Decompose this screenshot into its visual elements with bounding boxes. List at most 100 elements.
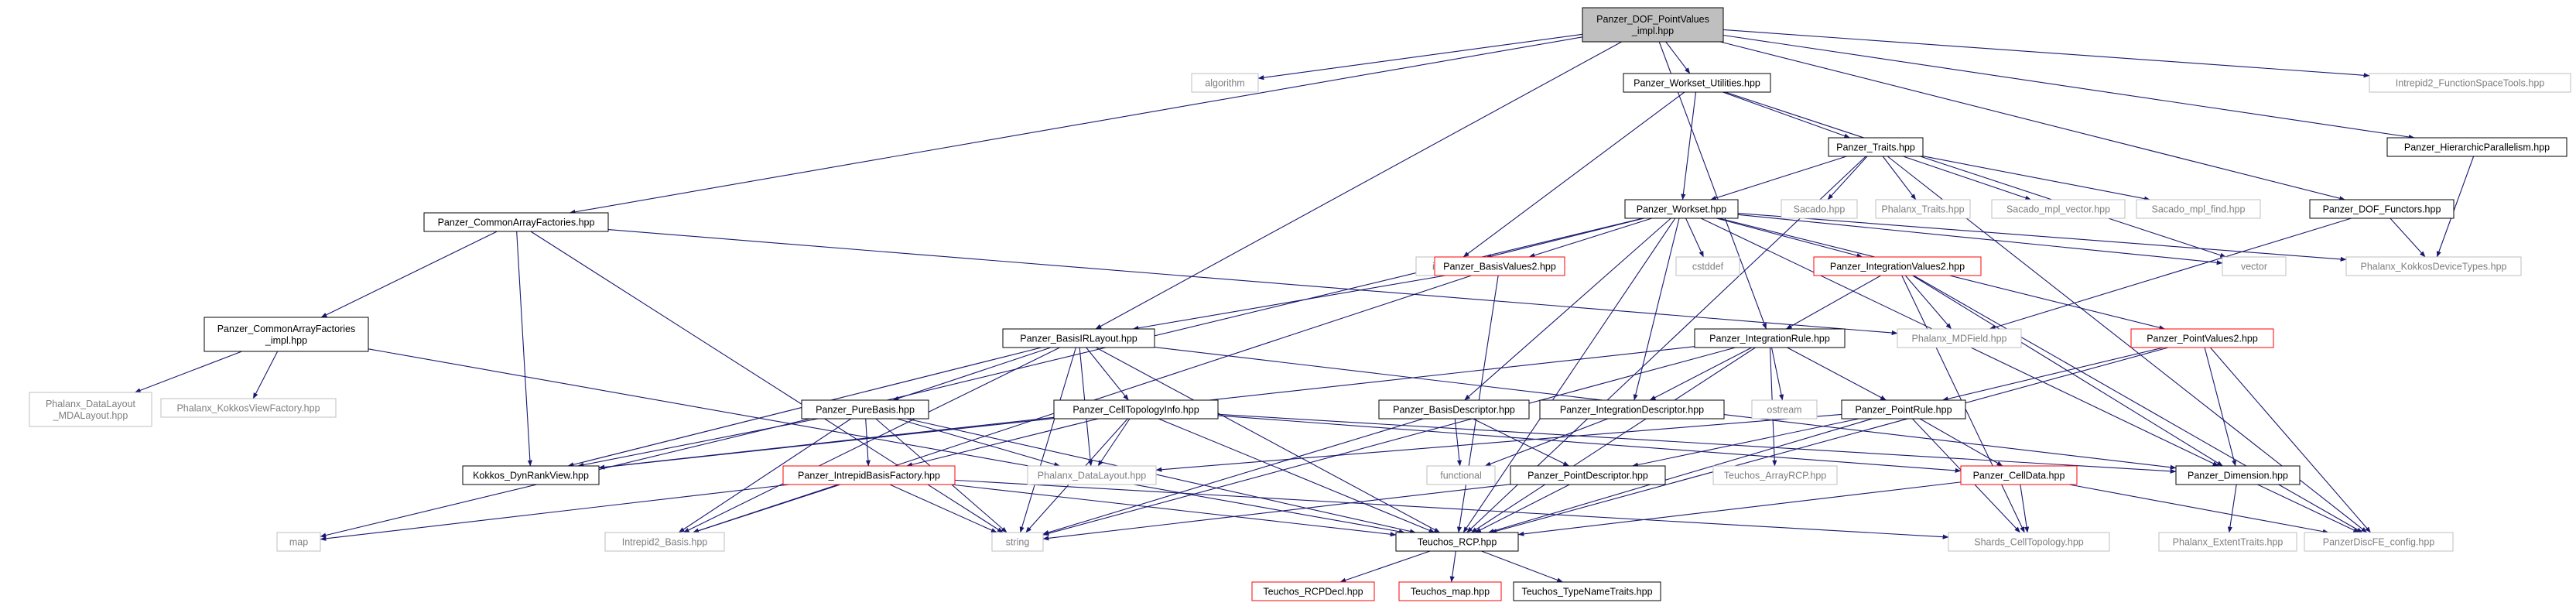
node-box bbox=[991, 532, 1044, 552]
node-box bbox=[1694, 328, 1846, 348]
node-box bbox=[1513, 581, 1661, 601]
node-label: Panzer_HierarchicParallelism.hpp bbox=[2404, 142, 2550, 153]
edge-int_rule-to-point_rule bbox=[1787, 347, 1887, 401]
node-intrepid_bf[interactable]: Panzer_IntrepidBasisFactory.hpp bbox=[782, 465, 956, 485]
edge-teuchos_rcp-to-teuchos_map bbox=[1449, 550, 1456, 583]
edge-cell_topo_info-to-dimension bbox=[1217, 413, 2177, 474]
edge-traits-to-phalanx_traits bbox=[1882, 156, 1917, 200]
node-basis_ir_layout[interactable]: Panzer_BasisIRLayout.hpp bbox=[1002, 328, 1155, 348]
edge-cell_data-to-pdfe_config bbox=[2068, 484, 2329, 534]
node-box bbox=[1191, 73, 1259, 93]
node-label: cstddef bbox=[1692, 262, 1724, 272]
node-teuchos_map[interactable]: Teuchos_map.hpp bbox=[1398, 581, 1502, 601]
edge-common_af_impl-to-phx_dl_mdl bbox=[135, 351, 242, 393]
node-label: Kokkos_DynRankView.hpp bbox=[473, 471, 589, 481]
node-basis_values2[interactable]: Panzer_BasisValues2.hpp bbox=[1434, 256, 1565, 276]
node-int_values2[interactable]: Panzer_IntegrationValues2.hpp bbox=[1813, 256, 1982, 276]
edge-basis_ir_layout-to-string bbox=[1019, 347, 1076, 533]
node-intrepid2_basis: Intrepid2_Basis.hpp bbox=[604, 532, 725, 552]
edge-pure_basis-to-teuchos_rcp bbox=[906, 418, 1416, 534]
edge-int_values2-to-int_rule bbox=[1785, 275, 1881, 330]
node-rcp_decl[interactable]: Teuchos_RCPDecl.hpp bbox=[1251, 581, 1375, 601]
node-phx_dl: Phalanx_DataLayout.hpp bbox=[1027, 465, 1157, 485]
node-box bbox=[204, 317, 369, 352]
node-root[interactable]: Panzer_DOF_PointValues_impl.hpp bbox=[1582, 7, 1724, 43]
edge-basis_desc-to-functional bbox=[1454, 418, 1462, 467]
edge-root-to-basis_ir_layout bbox=[1095, 41, 1622, 330]
node-box bbox=[1053, 399, 1219, 420]
node-dof_functors[interactable]: Panzer_DOF_Functors.hpp bbox=[2309, 199, 2455, 219]
edge-dimension-to-phx_et bbox=[2227, 484, 2237, 533]
node-sacado: Sacado.hpp bbox=[1781, 199, 1858, 219]
edge-workset-to-basis_values2 bbox=[1528, 217, 1653, 258]
edge-cell_data-to-shards bbox=[2020, 484, 2030, 533]
node-workset[interactable]: Panzer_Workset.hpp bbox=[1624, 199, 1739, 219]
node-label: functional bbox=[1440, 471, 1482, 481]
node-label: Panzer_BasisDescriptor.hpp bbox=[1393, 405, 1515, 416]
edge-workset-to-vector bbox=[1737, 214, 2223, 265]
node-label: map bbox=[289, 537, 308, 548]
edge-traits-to-sacado_find bbox=[1922, 156, 2150, 201]
node-int_desc[interactable]: Panzer_IntegrationDescriptor.hpp bbox=[1539, 399, 1725, 420]
node-label: Shards_CellTopology.hpp bbox=[1974, 537, 2084, 548]
edge-intrepid_bf-to-teuchos_rcp bbox=[950, 484, 1397, 537]
node-label: Phalanx_Traits.hpp bbox=[1881, 204, 1964, 215]
node-label: PanzerDiscFE_config.hpp bbox=[2323, 537, 2435, 548]
node-label: Phalanx_KokkosViewFactory.hpp bbox=[176, 403, 320, 414]
node-box bbox=[1675, 256, 1740, 276]
node-point_values2[interactable]: Panzer_PointValues2.hpp bbox=[2130, 328, 2274, 348]
node-point_desc[interactable]: Panzer_PointDescriptor.hpp bbox=[1510, 465, 1666, 485]
edge-intrepid_bf-to-string bbox=[889, 484, 997, 533]
node-label: Panzer_PointRule.hpp bbox=[1855, 405, 1952, 416]
edge-point_desc-to-string bbox=[1042, 484, 1511, 541]
node-traits[interactable]: Panzer_Traits.hpp bbox=[1828, 137, 1924, 157]
node-box bbox=[1002, 328, 1155, 348]
node-basis_desc[interactable]: Panzer_BasisDescriptor.hpp bbox=[1378, 399, 1530, 420]
edge-int_desc-to-functional bbox=[1484, 418, 1608, 467]
node-box bbox=[1960, 465, 2078, 485]
edge-root-to-algorithm bbox=[1257, 33, 1583, 80]
node-label: Sacado_mpl_vector.hpp bbox=[2006, 204, 2110, 215]
node-label: Intrepid2_FunctionSpaceTools.hpp bbox=[2396, 78, 2545, 89]
node-box bbox=[1781, 199, 1858, 219]
node-box bbox=[2304, 532, 2454, 552]
node-label: Panzer_Workset_Utilities.hpp bbox=[1634, 78, 1760, 89]
edge-workset_utils-to-iostream bbox=[1462, 91, 1685, 258]
node-box bbox=[1623, 73, 1771, 93]
node-label: Panzer_IntrepidBasisFactory.hpp bbox=[798, 471, 940, 481]
edge-cell_data-to-teuchos_rcp bbox=[1517, 481, 1962, 536]
edge-workset_utils-to-vector bbox=[1725, 91, 2226, 258]
node-label: Panzer_IntegrationRule.hpp bbox=[1709, 334, 1830, 344]
node-cell_data[interactable]: Panzer_CellData.hpp bbox=[1960, 465, 2078, 485]
node-box bbox=[604, 532, 725, 552]
node-teuchos_rcp[interactable]: Teuchos_RCP.hpp bbox=[1395, 532, 1519, 552]
edge-int_rule-to-int_desc bbox=[1649, 347, 1753, 401]
node-shards: Shards_CellTopology.hpp bbox=[1948, 532, 2110, 552]
node-label: Phalanx_MDField.hpp bbox=[1912, 334, 2007, 344]
node-point_rule[interactable]: Panzer_PointRule.hpp bbox=[1841, 399, 1966, 420]
node-type_traits[interactable]: Teuchos_TypeNameTraits.hpp bbox=[1513, 581, 1661, 601]
node-cstddef: cstddef bbox=[1675, 256, 1740, 276]
node-label: Teuchos_TypeNameTraits.hpp bbox=[1521, 587, 1652, 598]
node-workset_utils[interactable]: Panzer_Workset_Utilities.hpp bbox=[1623, 73, 1771, 93]
node-common_af[interactable]: Panzer_CommonArrayFactories.hpp bbox=[423, 212, 609, 232]
edge-pure_basis-to-intrepid_bf bbox=[865, 418, 871, 467]
node-common_af_impl[interactable]: Panzer_CommonArrayFactories_impl.hpp bbox=[204, 317, 369, 352]
node-label: Panzer_Traits.hpp bbox=[1836, 142, 1915, 153]
node-hier_par[interactable]: Panzer_HierarchicParallelism.hpp bbox=[2386, 137, 2567, 157]
node-pure_basis[interactable]: Panzer_PureBasis.hpp bbox=[801, 399, 929, 420]
edge-basis_ir_layout-to-teuchos_rcp bbox=[1096, 347, 1441, 533]
node-string: string bbox=[991, 532, 1044, 552]
node-label: _impl.hpp bbox=[265, 335, 307, 346]
node-dimension[interactable]: Panzer_Dimension.hpp bbox=[2175, 465, 2301, 485]
node-box bbox=[2369, 73, 2571, 93]
edge-common_af_impl-to-teuchos_rcp bbox=[368, 348, 1405, 534]
node-box bbox=[782, 465, 956, 485]
edge-int_rule-to-string bbox=[1042, 347, 1736, 536]
node-kokkos_drv[interactable]: Kokkos_DynRankView.hpp bbox=[462, 465, 600, 485]
node-label: Phalanx_ExtentTraits.hpp bbox=[2173, 537, 2284, 548]
node-int_rule[interactable]: Panzer_IntegrationRule.hpp bbox=[1694, 328, 1846, 348]
node-cell_topo_info[interactable]: Panzer_CellTopologyInfo.hpp bbox=[1053, 399, 1219, 420]
node-ostream: ostream bbox=[1751, 399, 1818, 420]
edge-traits-to-workset bbox=[1710, 156, 1847, 200]
